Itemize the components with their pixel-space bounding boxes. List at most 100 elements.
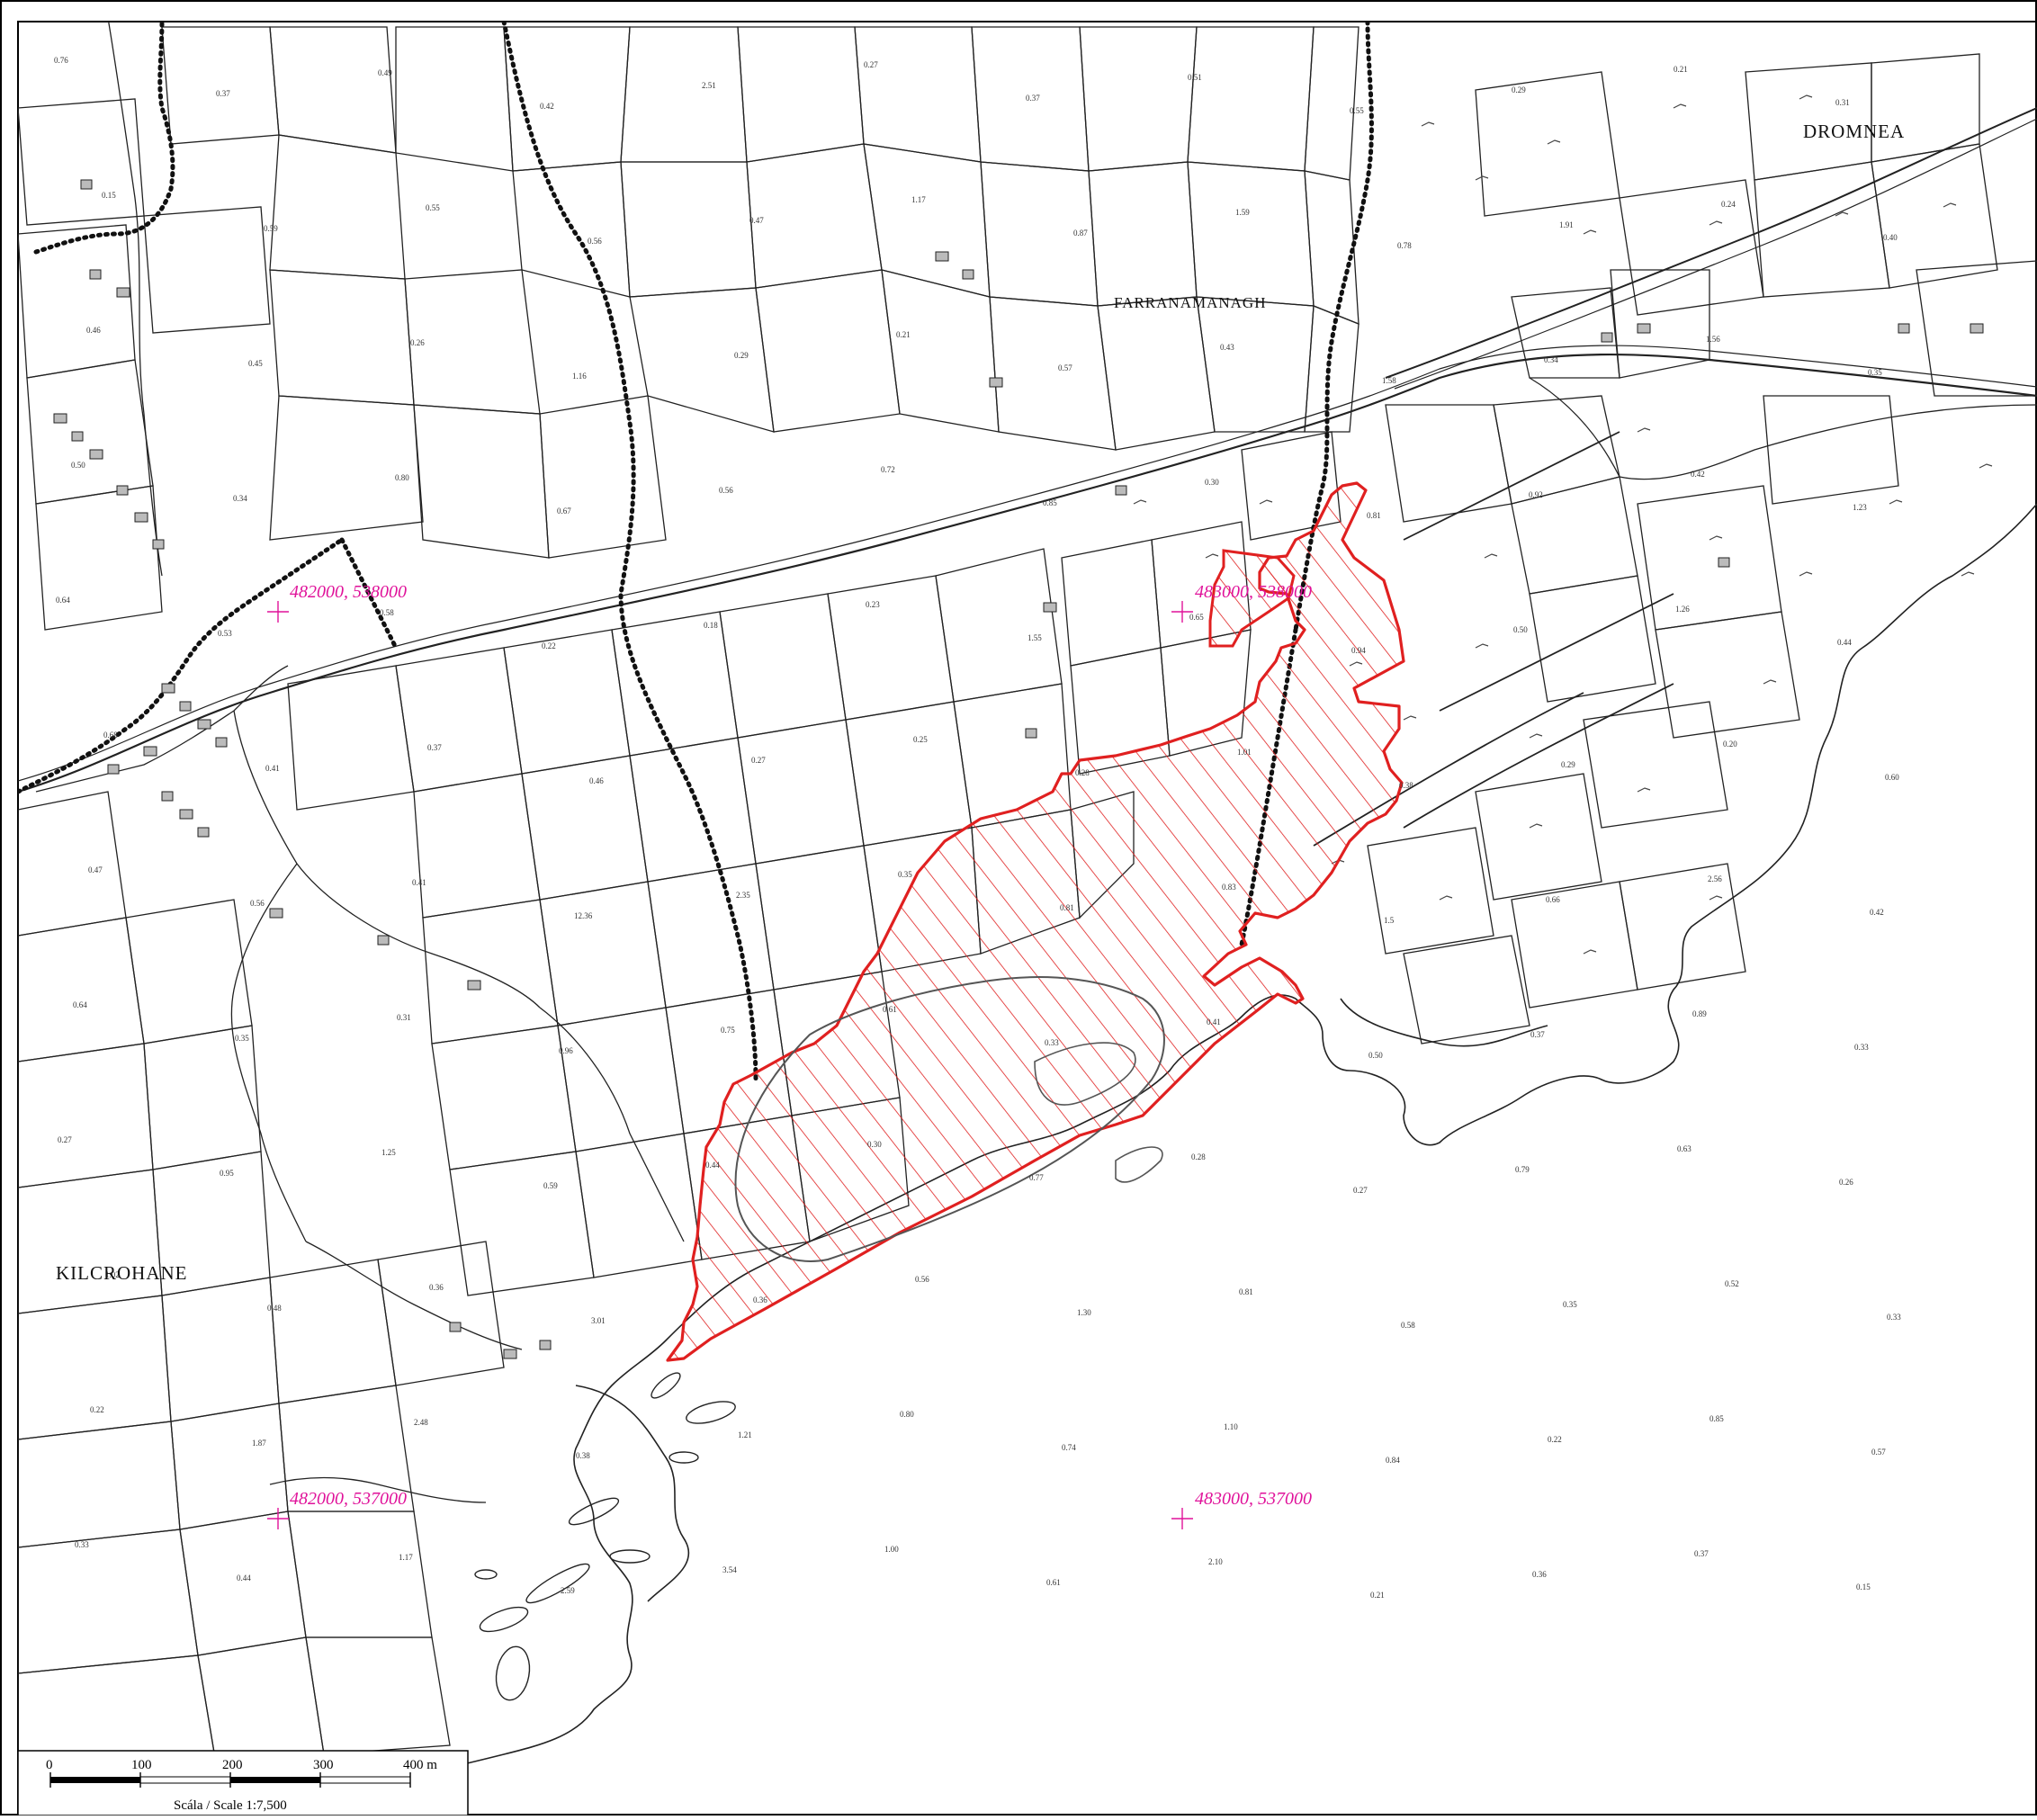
parcel-area-label: 0.50 — [1368, 1051, 1383, 1060]
parcel-area-label: 0.31 — [397, 1013, 411, 1022]
parcel-area-label: 1.30 — [1077, 1308, 1091, 1317]
parcel-area-label: 2.10 — [1208, 1557, 1223, 1566]
grid-marker-ne — [1171, 601, 1193, 623]
parcel-area-label: 0.53 — [218, 629, 232, 638]
parcel-area-label: 0.50 — [1513, 625, 1528, 634]
parcel-area-label: 0.81 — [1060, 903, 1074, 912]
parcel-area-label: 1.16 — [572, 372, 587, 381]
parcel-area-label: 2.48 — [414, 1418, 428, 1427]
parcel-area-label: 0.95 — [220, 1169, 234, 1178]
parcel-area-label: 0.35 — [1868, 368, 1882, 377]
parcel-area-label: 0.47 — [88, 865, 103, 874]
parcel-area-label: 0.75 — [721, 1026, 735, 1035]
parcel-area-label: 1.56 — [1706, 335, 1720, 344]
parcel-area-label: 0.61 — [883, 1005, 897, 1014]
parcel-area-label: 0.24 — [1721, 200, 1736, 209]
parcel-area-label: 0.80 — [900, 1410, 914, 1419]
parcel-area-label: 0.23 — [866, 600, 880, 609]
parcel-area-label: 0.50 — [71, 461, 85, 470]
parcel-area-label: 0.43 — [1220, 343, 1234, 352]
scale-tick-0: 0 — [46, 1758, 53, 1772]
parcel-area-label: 0.67 — [557, 507, 571, 516]
map-content — [18, 22, 2037, 1791]
parcel-area-label: 0.27 — [1353, 1186, 1368, 1195]
parcel-area-label: 0.51 — [1188, 73, 1202, 82]
parcel-area-label: 1.10 — [1224, 1422, 1238, 1431]
parcel-area-label: 0.57 — [1871, 1448, 1886, 1457]
buildings — [53, 179, 1984, 1359]
parcel-area-label: 0.30 — [867, 1140, 882, 1149]
parcel-area-label: 0.36 — [753, 1296, 767, 1304]
parcel-area-label: 0.34 — [233, 494, 247, 503]
parcel-area-label: 0.44 — [1837, 638, 1852, 647]
parcel-area-label: 0.33 — [1854, 1043, 1869, 1052]
parcel-area-label: 1.21 — [738, 1430, 752, 1439]
scale-tick-200: 200 — [222, 1758, 243, 1772]
parcel-area-label: 0.64 — [73, 1000, 87, 1009]
parcel-area-label: 0.41 — [1207, 1018, 1221, 1027]
grid-label-se: 483000, 537000 — [1195, 1489, 1312, 1509]
parcel-area-label: 0.34 — [1544, 355, 1558, 364]
parcel-area-label: 0.36 — [1532, 1570, 1547, 1579]
parcel-area-label: 1.26 — [1675, 605, 1690, 614]
parcel-area-label: 0.64 — [56, 596, 70, 605]
townland-label-dromnea: DROMNEA — [1803, 121, 1905, 142]
parcel-area-label: 0.94 — [1351, 646, 1366, 655]
parcel-area-label: 0.33 — [75, 1540, 89, 1549]
parcel-area-label: 0.77 — [1029, 1173, 1044, 1182]
parcel-area-label: 0.66 — [1546, 895, 1560, 904]
coastline — [287, 503, 2037, 1791]
parcel-area-label: 1.17 — [399, 1553, 413, 1562]
parcel-area-label: 1.58 — [1382, 376, 1396, 385]
parcel-area-label: 0.46 — [86, 326, 101, 335]
parcel-area-label: 0.46 — [589, 776, 604, 785]
parcel-area-label: 0.29 — [1561, 760, 1575, 769]
parcel-area-label: 0.41 — [265, 764, 280, 773]
scale-tick-100: 100 — [131, 1758, 152, 1772]
scale-tick-300: 300 — [313, 1758, 334, 1772]
parcel-area-label: 0.61 — [1046, 1578, 1061, 1587]
islands — [474, 1372, 736, 1701]
parcel-area-label: 1.5 — [1384, 916, 1395, 925]
parcel-area-label: 0.56 — [915, 1275, 929, 1284]
parcel-area-label: 3.54 — [722, 1565, 737, 1574]
parcel-numbers: 0.760.370.490.422.510.270.370.510.550.29… — [54, 56, 1901, 1600]
parcel-area-label: 0.59 — [264, 224, 278, 233]
parcel-area-label: 0.78 — [1397, 241, 1412, 250]
parcel-area-label: 0.80 — [395, 473, 409, 482]
parcel-area-label: 1.25 — [381, 1148, 396, 1157]
parcel-area-label: 0.27 — [864, 60, 878, 69]
parcel-area-label: 2.51 — [702, 81, 716, 90]
parcel-area-label: 1.87 — [252, 1439, 266, 1448]
parcel-area-label: 0.20 — [1723, 740, 1737, 749]
parcel-area-label: 0.18 — [704, 621, 718, 630]
parcel-area-label: 0.15 — [1856, 1582, 1871, 1591]
parcel-area-label: 0.21 — [896, 330, 911, 339]
parcel-area-label: 0.85 — [1709, 1414, 1724, 1423]
parcel-area-label: 0.35 — [1563, 1300, 1577, 1309]
parcel-area-label: 0.58 — [1401, 1321, 1415, 1330]
parcel-area-label: 0.56 — [588, 237, 602, 246]
parcel-area-label: 0.22 — [1548, 1435, 1562, 1444]
parcel-area-label: 0.55 — [426, 203, 440, 212]
parcel-area-label: 0.57 — [1058, 363, 1072, 372]
parcel-area-label: 0.74 — [1062, 1443, 1076, 1452]
parcel-area-label: 0.33 — [1045, 1038, 1059, 1047]
parcel-area-label: 0.83 — [1222, 883, 1236, 892]
scale-tick-400: 400 m — [403, 1758, 437, 1772]
parcel-area-label: 0.45 — [248, 359, 263, 368]
parcel-area-label: 1.00 — [884, 1545, 899, 1554]
parcel-area-label: 0.26 — [1839, 1178, 1853, 1187]
grid-marker-se — [1171, 1508, 1193, 1529]
parcel-area-label: 0.21 — [1370, 1591, 1385, 1600]
grid-label-nw: 482000, 538000 — [290, 582, 407, 602]
parcel-area-label: 3.01 — [591, 1316, 606, 1325]
townland-label-farranamanagh: FARRANAMANAGH — [1114, 294, 1266, 311]
site-boundary[interactable] — [666, 481, 1405, 1362]
ridge-lines — [1313, 431, 1674, 847]
parcel-area-label: 0.36 — [429, 1283, 444, 1292]
parcel-area-label: 0.28 — [1191, 1152, 1206, 1161]
parcel-area-label: 0.37 — [1694, 1549, 1709, 1558]
parcel-area-label: 1.01 — [1237, 748, 1252, 757]
